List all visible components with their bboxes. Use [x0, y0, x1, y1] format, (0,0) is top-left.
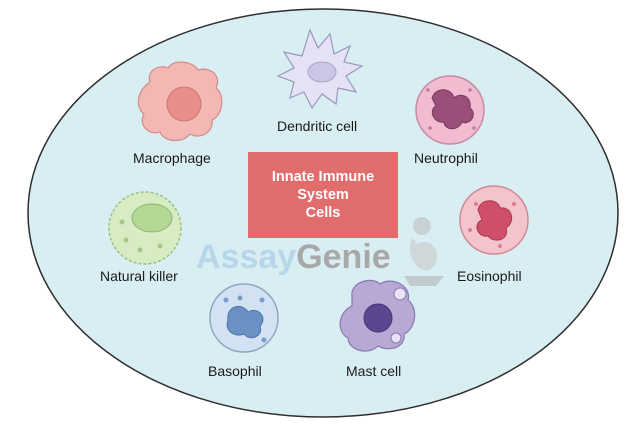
mast-cell-label: Mast cell [346, 363, 402, 379]
eosinophil-label: Eosinophil [457, 268, 522, 284]
watermark: AssayGenie [196, 238, 391, 277]
macrophage-cell-icon [137, 61, 223, 142]
neutrophil-cell-icon [415, 75, 485, 145]
center-title-line-1: Innate Immune [271, 169, 375, 185]
dendritic-cell-icon [276, 28, 364, 110]
mast-cell-icon [339, 279, 416, 352]
dendritic-cell-label: Dendritic cell [277, 118, 358, 134]
watermark-assay: Assay [196, 238, 297, 276]
genie-lamp-icon [404, 217, 444, 286]
macrophage-label: Macrophage [133, 150, 211, 166]
basophil-cell-icon [209, 283, 279, 353]
basophil-label: Basophil [208, 363, 262, 379]
neutrophil-label: Neutrophil [414, 150, 478, 166]
center-title-box: Innate Immune System Cells [248, 152, 398, 238]
eosinophil-cell-icon [459, 185, 529, 255]
center-title-line-3: Cells [305, 205, 341, 221]
natural-killer-cell-icon [108, 191, 182, 265]
center-title-line-2: System [297, 187, 349, 203]
natural-killer-label: Natural killer [100, 268, 178, 284]
watermark-genie: Genie [296, 238, 391, 276]
